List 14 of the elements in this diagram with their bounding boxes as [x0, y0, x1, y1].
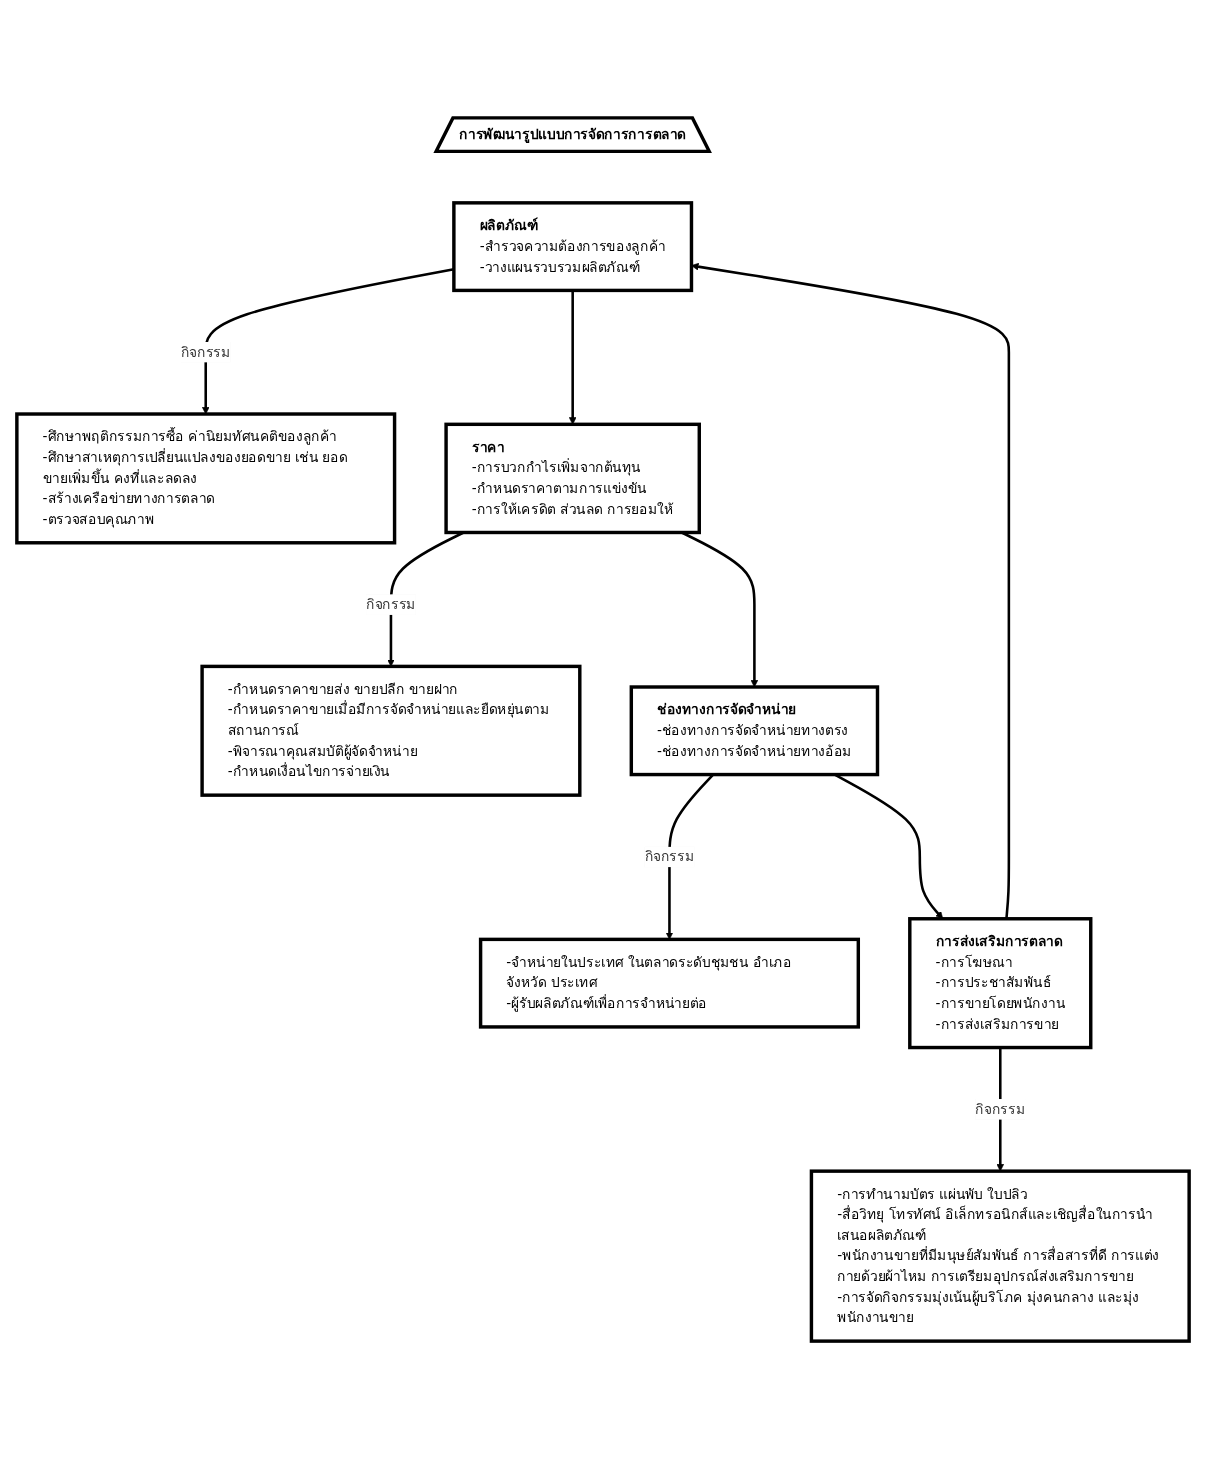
node-box [15, 412, 397, 545]
node-box [809, 1169, 1191, 1343]
node-box [908, 917, 1093, 1050]
node-box [629, 685, 880, 777]
edge-label: กิจกรรม [366, 596, 416, 613]
flowchart: กิจกรรม กิจกรรม กิจกรรม กิจกรรม การพัฒนารูปแบบการจัดการการตลาด ผลิตภัณฑ์ -สำรวจความต้องการของลูกค้า -วางแผนรวบรวมผลิตภัณฑ์ -ศึกษาพฤติกรรมการซื้อ ค่านิยมทัศนคติของลูกค้า -ศึกษาสาเหตุการเปลี่ยนแปลงของยอดขาย เช่น ยอดขายเพิ่มขึ้น คงที่และลดลง -สร้างเครือข่ายทางการตลาด -ตรวจสอบคุณภาพ ราคา -การบวกกำไรเพิ่มจากต้นทุน -กำหนดราคาตามการแข่งขัน -การให้เครดิต ส่วนลด การยอมให้ -กำหนดราคาขายส่ง ขายปลีก ขายฝาก -กำหนดราคาขายเมื่อมีการจัดจำหน่ายและยืดหยุ่นตามสถานการณ์ -พิจารณาคุณสมบัติผู้จัดจำหน่าย -กำหนดเงื่อนไขการจ่ายเงิน ช่องทางการจัดจำหน่าย -ช่องทางการจัดจำหน่ายทางตรง -ช่องทางการจัดจำหน่ายทางอ้อม -จำหน่ายในประเทศ ในตลาดระดับชุมชน อำเภอ จังหวัด ประเทศ -ผู้รับผลิตภัณฑ์เพื่อการจำหน่ายต่อ การส่งเสริมการตลาด -การโฆษณา -การประชาสัมพันธ์ -การขายโดยพนักงาน -การส่งเสริมการขาย -การทำนามบัตร แผ่นพับ ใบปลิว -สื่อวิทยุ โทรทัศน์ อิเล็กทรอนิกส์และเชิญสื่อในการนำเสนอผลิตภัณฑ์ -พนักงานขายที่มีมนุษย์สัมพันธ์ การสื่อสารที่ดี การแต่งกายด้วยผ้าไหม การเตรียมอุปกรณ์ส่งเสริมการขาย -การจัดกิจกรรมมุ่งเน้นผู้บริโภค มุ่งคนกลาง และมุ่งพนักงานขาย [10, 111, 1196, 1348]
edge-label: กิจกรรม [644, 848, 695, 865]
node-box [452, 201, 694, 293]
arrow [568, 290, 577, 425]
node-box [444, 422, 701, 535]
edge-label: กิจกรรม [180, 343, 231, 360]
node-box [478, 937, 860, 1029]
node-box [200, 664, 582, 797]
edge-label: กิจกรรม [975, 1100, 1026, 1118]
